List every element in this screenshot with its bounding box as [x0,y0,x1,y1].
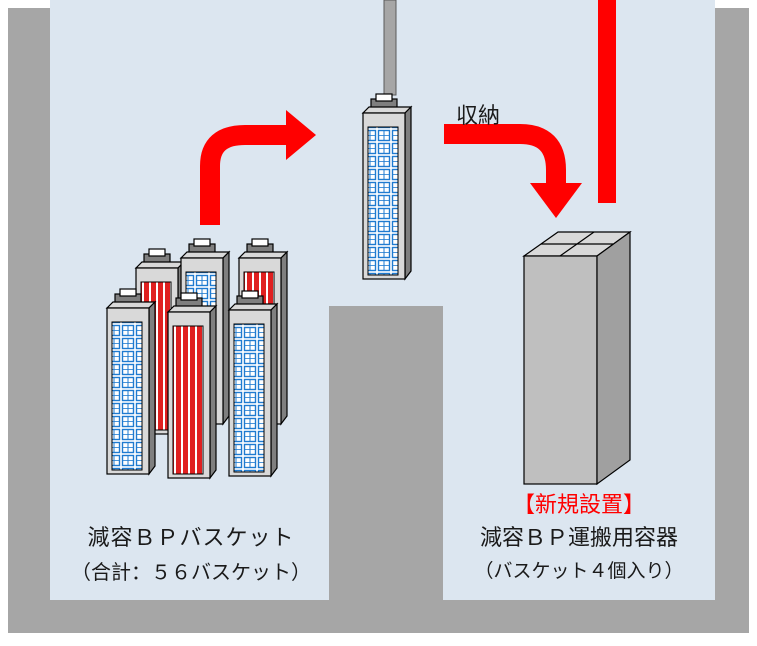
container-note: （バスケット４個入り） [474,560,684,582]
store-label: 収納 [456,104,501,129]
carried-basket [362,93,412,280]
basket-front-1 [106,288,156,475]
basket-title: 減容ＢＰバスケット [87,526,295,551]
container-title: 減容ＢＰ運搬用容器 [479,526,678,551]
store-arrow-head [530,183,582,218]
red-pipe [598,0,616,203]
basket-front-3 [228,290,278,477]
crane-rod [383,0,397,96]
lift-arrow-shaft [200,125,290,225]
pool-divider [329,306,443,606]
store-arrow-shaft [444,124,566,185]
pool-divider-base [329,596,443,606]
basket-count: （合計：５６バスケット） [71,560,311,584]
basket-front-2 [167,292,217,479]
lift-arrow-head [286,110,316,160]
transport-container [522,230,632,486]
new-installation-tag: 【新規設置】 [512,493,645,518]
